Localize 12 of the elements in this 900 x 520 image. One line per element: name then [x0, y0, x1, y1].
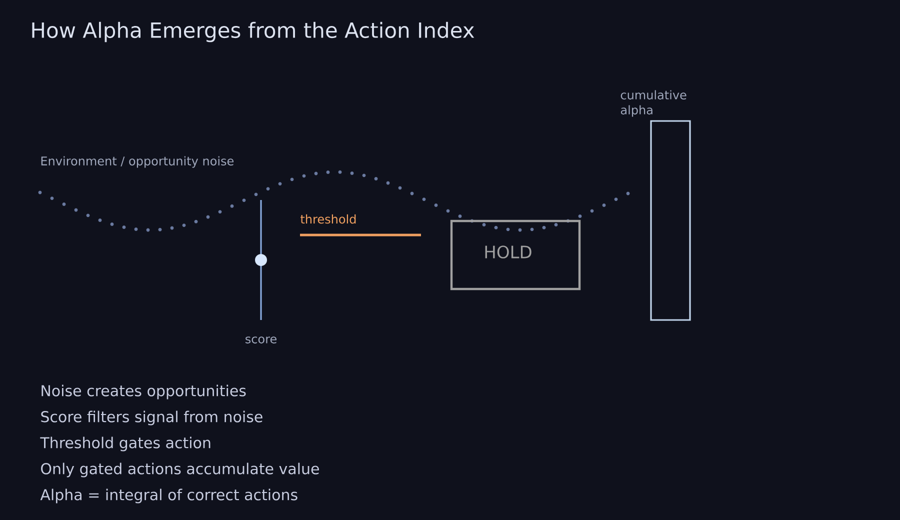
- node-label: cumulative alpha: [620, 90, 686, 117]
- title: How Alpha Emerges from the Action Index: [32, 22, 474, 42]
- summary-line: Noise creates opportunities: [42, 384, 246, 400]
- summary-line: Only gated actions accumulate value: [41, 462, 319, 478]
- threshold-label: threshold: [300, 214, 356, 224]
- cumulative-alpha-bar: cumulative alpha: [620, 90, 691, 321]
- score-label: score: [246, 336, 276, 344]
- summary-line: Alpha = integral of correct actions: [40, 488, 298, 504]
- summary-line: Score filters signal from noise: [41, 410, 262, 426]
- summary-line: Threshold gates action: [40, 436, 210, 452]
- hold-box: HOLD: [450, 220, 581, 290]
- noise-label: Environment / opportunity noise: [41, 156, 234, 168]
